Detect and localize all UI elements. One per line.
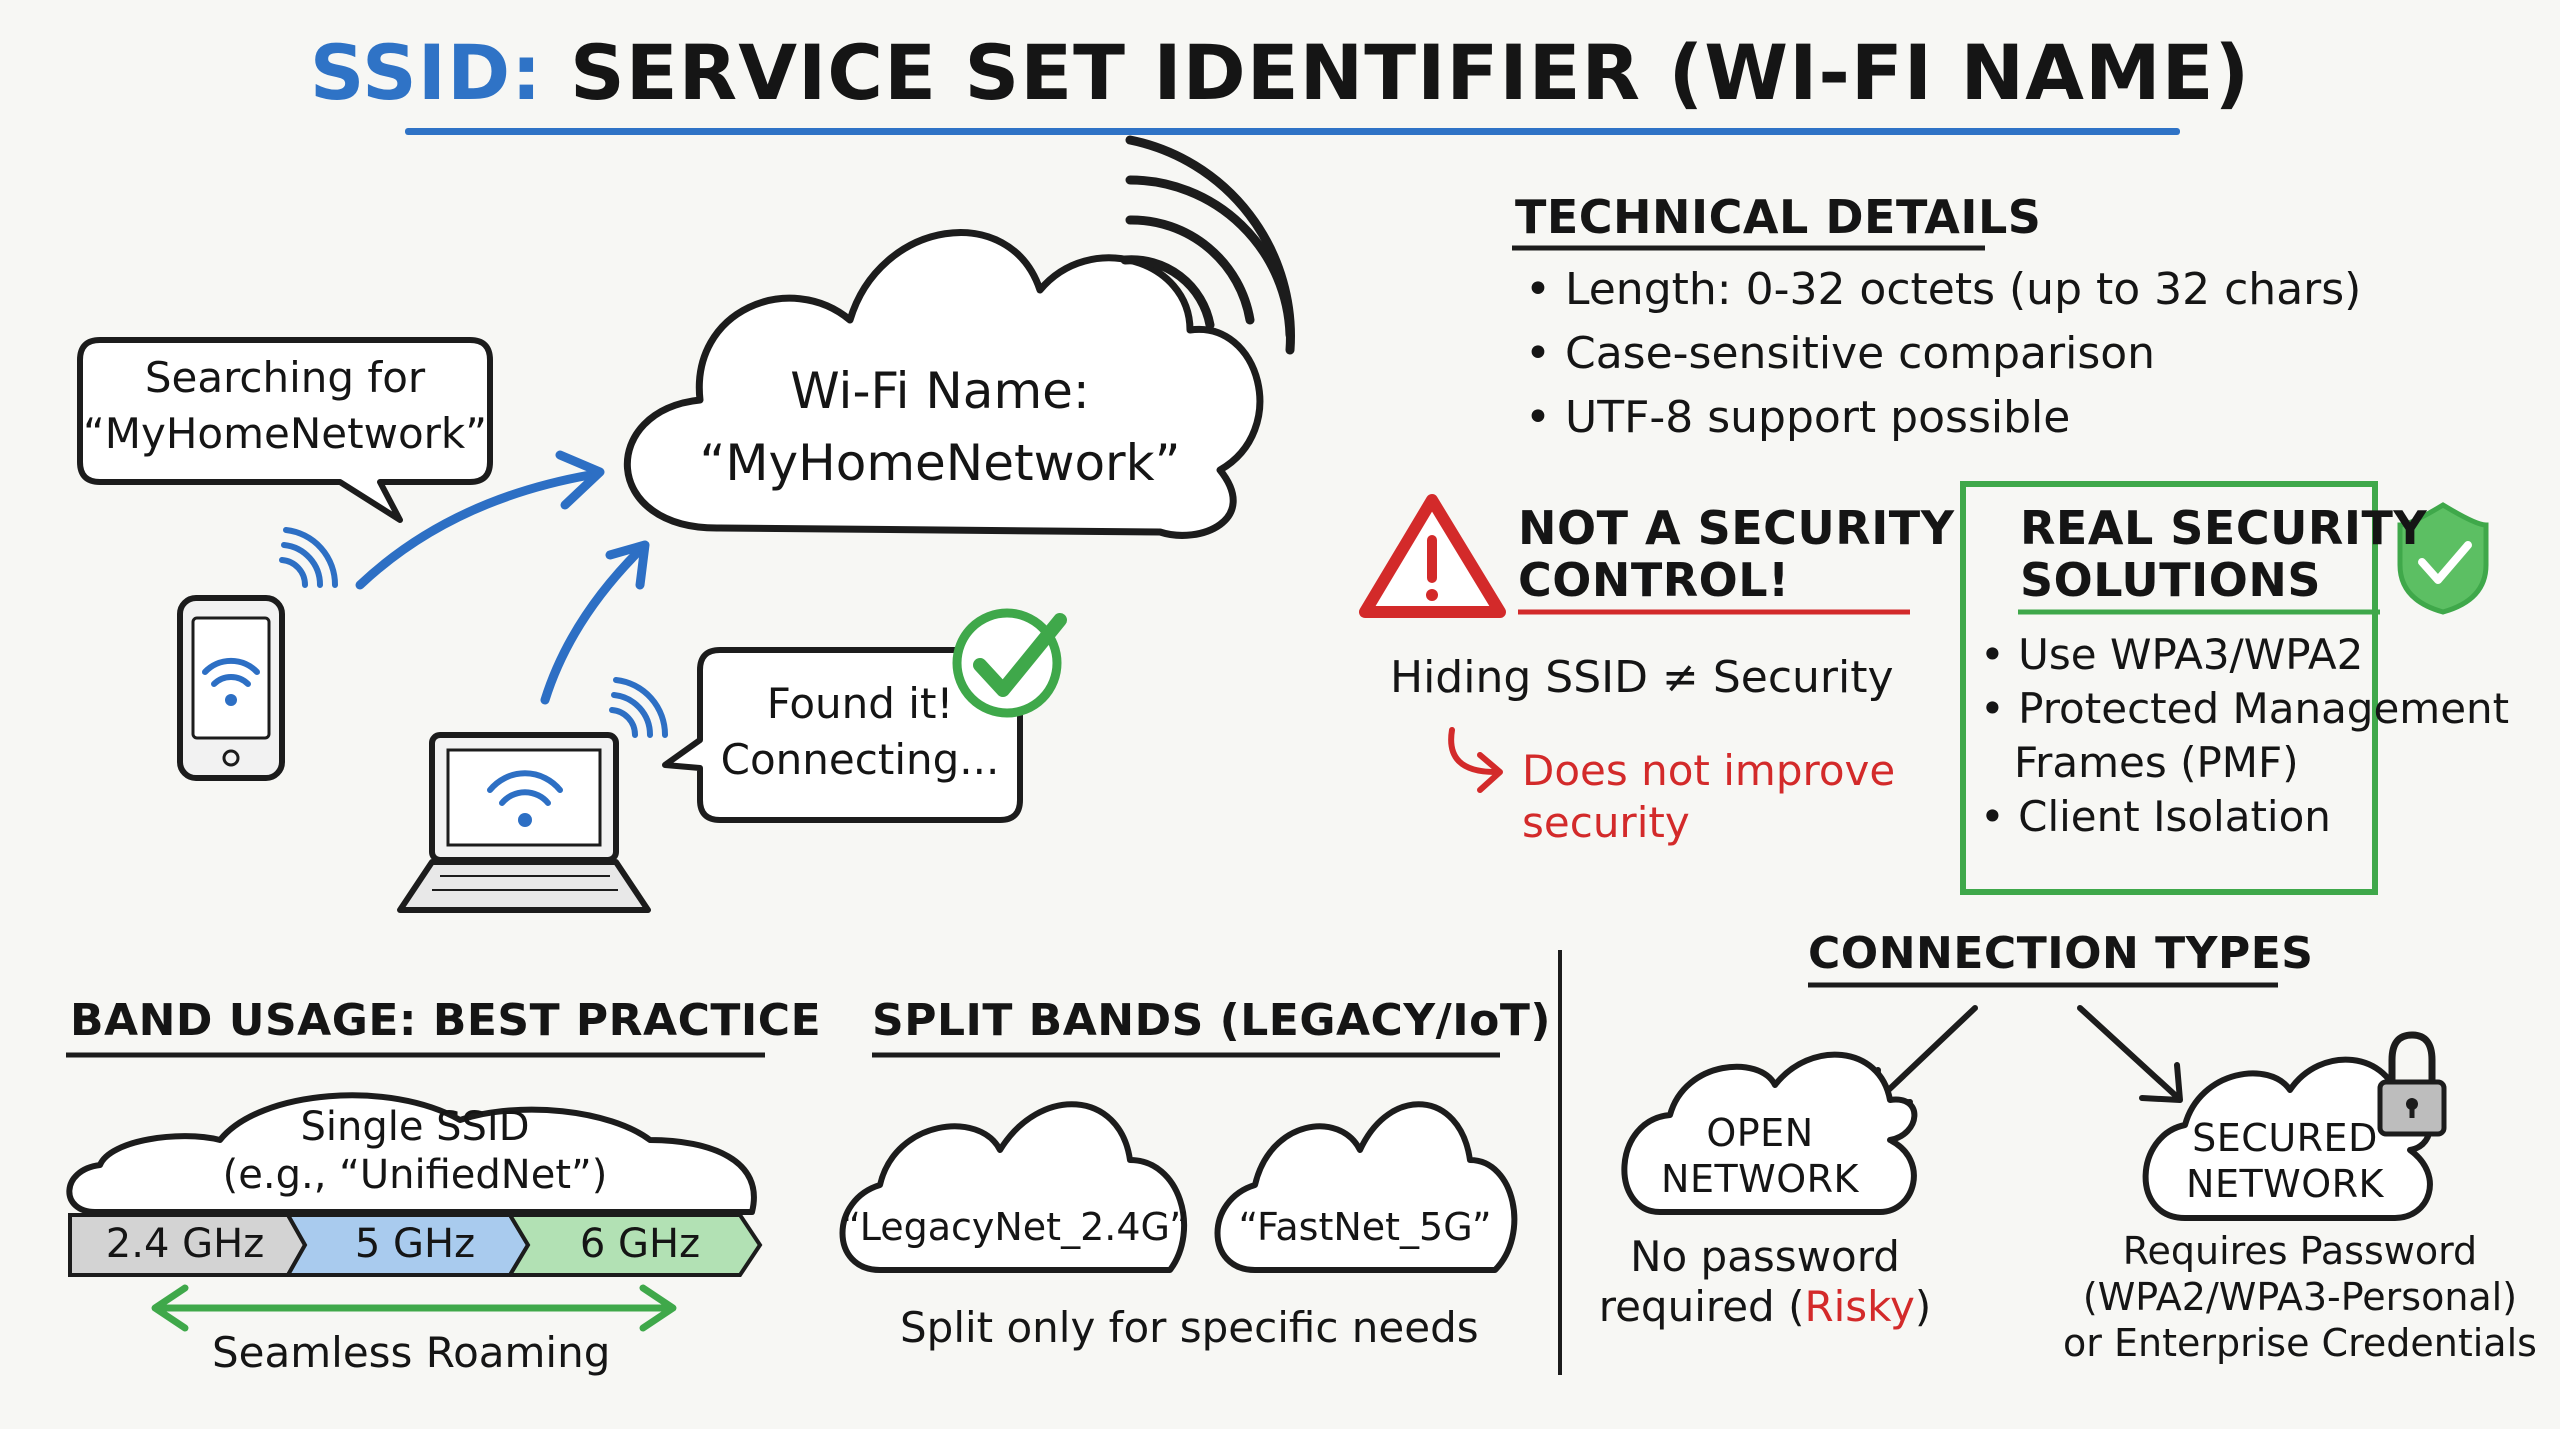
band-label-6: 6 GHz	[579, 1221, 701, 1267]
real-security-item-text: Protected Management	[2018, 684, 2510, 733]
security-note-line1: Does not improve	[1522, 746, 1896, 795]
security-note: Does not improve security	[1522, 745, 1895, 849]
real-security-item: • Use WPA3/WPA2	[1980, 630, 2364, 679]
search-bubble-shape	[77, 337, 493, 523]
secured-desc-line3: or Enterprise Credentials	[2063, 1321, 2537, 1365]
title-prefix: SSID:	[309, 28, 543, 117]
secured-network-line1: SECURED	[2192, 1116, 2378, 1160]
not-security-heading-line2: CONTROL!	[1518, 553, 1790, 607]
secured-network-description: Requires Password (WPA2/WPA3-Personal) o…	[2050, 1228, 2550, 1366]
fast-net-cloud	[1214, 1101, 1518, 1273]
open-network-line1: OPEN	[1706, 1111, 1814, 1155]
real-security-box	[1960, 481, 2378, 895]
split-bands-heading: SPLIT BANDS (LEGACY/IoT)	[872, 995, 1551, 1046]
technical-item: Case-sensitive comparison	[1525, 322, 2525, 386]
single-ssid-label: Single SSID (e.g., “UnifiedNet”)	[150, 1103, 680, 1199]
laptop-icon	[397, 732, 651, 913]
secured-network-line2: NETWORK	[2186, 1162, 2384, 1206]
padlock-icon	[2377, 1031, 2447, 1137]
real-security-item-continued: Frames (PMF)	[2014, 738, 2299, 787]
wifi-broadcast-icon	[1120, 135, 1295, 355]
single-ssid-line2: (e.g., “UnifiedNet”)	[222, 1152, 608, 1198]
open-network-desc-line1: No password	[1630, 1232, 1900, 1281]
real-security-heading: REAL SECURITY SOLUTIONS	[2020, 502, 2427, 606]
not-security-heading-line1: NOT A SECURITY	[1518, 501, 1955, 555]
cloud-label-line1: Wi-Fi Name:	[790, 362, 1090, 420]
split-bands-caption: Split only for specific needs	[900, 1303, 1479, 1352]
open-network-description: No password required (Risky)	[1585, 1232, 1945, 1332]
wifi-icon	[609, 677, 669, 738]
found-bubble-line2: Connecting...	[720, 735, 1000, 784]
title-underline	[405, 128, 2180, 135]
secured-desc-line2: (WPA2/WPA3-Personal)	[2082, 1275, 2518, 1319]
search-bubble-line2: “MyHomeNetwork”	[82, 409, 487, 458]
secured-desc-line1: Requires Password	[2122, 1229, 2478, 1273]
legacy-net-label: “LegacyNet_2.4G”	[841, 1205, 1189, 1249]
page-title: SSID: SERVICE SET IDENTIFIER (WI-FI NAME…	[0, 28, 2560, 117]
single-ssid-cloud	[66, 1092, 757, 1215]
real-security-item-text: Client Isolation	[2018, 792, 2331, 841]
band-label-2-4: 2.4 GHz	[105, 1221, 265, 1267]
secured-network-label: SECURED NETWORK	[2155, 1115, 2415, 1207]
open-network-label: OPEN NETWORK	[1630, 1110, 1890, 1202]
technical-item: UTF-8 support possible	[1525, 386, 2525, 450]
hiding-ssid-statement: Hiding SSID ≠ Security	[1390, 652, 1894, 703]
connection-arrows	[355, 450, 650, 705]
central-cloud-shape	[623, 229, 1264, 539]
band-label-5: 5 GHz	[354, 1221, 476, 1267]
secured-network-cloud	[2142, 1056, 2433, 1221]
title-main: SERVICE SET IDENTIFIER (WI-FI NAME)	[570, 28, 2251, 117]
fast-net-label: “FastNet_5G”	[1238, 1205, 1492, 1249]
technical-item: Length: 0-32 octets (up to 32 chars)	[1525, 258, 2525, 322]
risky-label: Risky	[1804, 1282, 1915, 1331]
single-ssid-line1: Single SSID	[300, 1104, 530, 1150]
technical-list: Length: 0-32 octets (up to 32 chars) Cas…	[1525, 258, 2525, 450]
smartphone-icon	[177, 595, 285, 781]
cloud-label-line2: “MyHomeNetwork”	[699, 434, 1181, 492]
found-bubble-line1: Found it!	[766, 679, 954, 728]
open-desc-suffix: )	[1914, 1282, 1932, 1331]
real-security-list: • Use WPA3/WPA2 • Protected Management F…	[1980, 628, 2510, 844]
not-security-heading: NOT A SECURITY CONTROL!	[1518, 502, 1955, 606]
checkmark-icon	[952, 608, 1067, 718]
real-security-heading-line1: REAL SECURITY	[2020, 501, 2428, 555]
open-network-cloud	[1621, 1051, 1918, 1215]
shield-check-icon	[2397, 502, 2489, 615]
real-security-item: • Protected Management	[1980, 684, 2510, 733]
search-bubble-text: Searching for “MyHomeNetwork”	[82, 350, 488, 462]
search-bubble-line1: Searching for	[144, 353, 426, 402]
connection-types-heading: CONNECTION TYPES	[1808, 928, 2314, 979]
found-bubble-text: Found it! Connecting...	[702, 676, 1018, 788]
warning-icon	[1359, 494, 1506, 618]
red-arrow	[1448, 727, 1503, 793]
band-bar	[68, 1213, 763, 1277]
real-security-item: • Client Isolation	[1980, 792, 2331, 841]
legacy-net-cloud	[839, 1101, 1187, 1273]
security-note-line2: security	[1522, 798, 1690, 847]
real-security-heading-line2: SOLUTIONS	[2020, 553, 2321, 607]
open-network-line2: NETWORK	[1661, 1157, 1859, 1201]
wifi-icon	[279, 527, 339, 588]
open-desc-prefix: required (	[1598, 1282, 1805, 1331]
technical-heading: TECHNICAL DETAILS	[1515, 190, 2042, 244]
roaming-arrow	[151, 1284, 677, 1332]
connection-type-arrows	[1872, 1005, 2183, 1108]
open-network-desc-line2: required (Risky)	[1585, 1282, 1945, 1332]
real-security-item-text: Use WPA3/WPA2	[2018, 630, 2364, 679]
central-cloud-label: Wi-Fi Name: “MyHomeNetwork”	[690, 355, 1190, 499]
seamless-roaming-label: Seamless Roaming	[212, 1328, 611, 1377]
band-usage-heading: BAND USAGE: BEST PRACTICE	[70, 995, 822, 1046]
